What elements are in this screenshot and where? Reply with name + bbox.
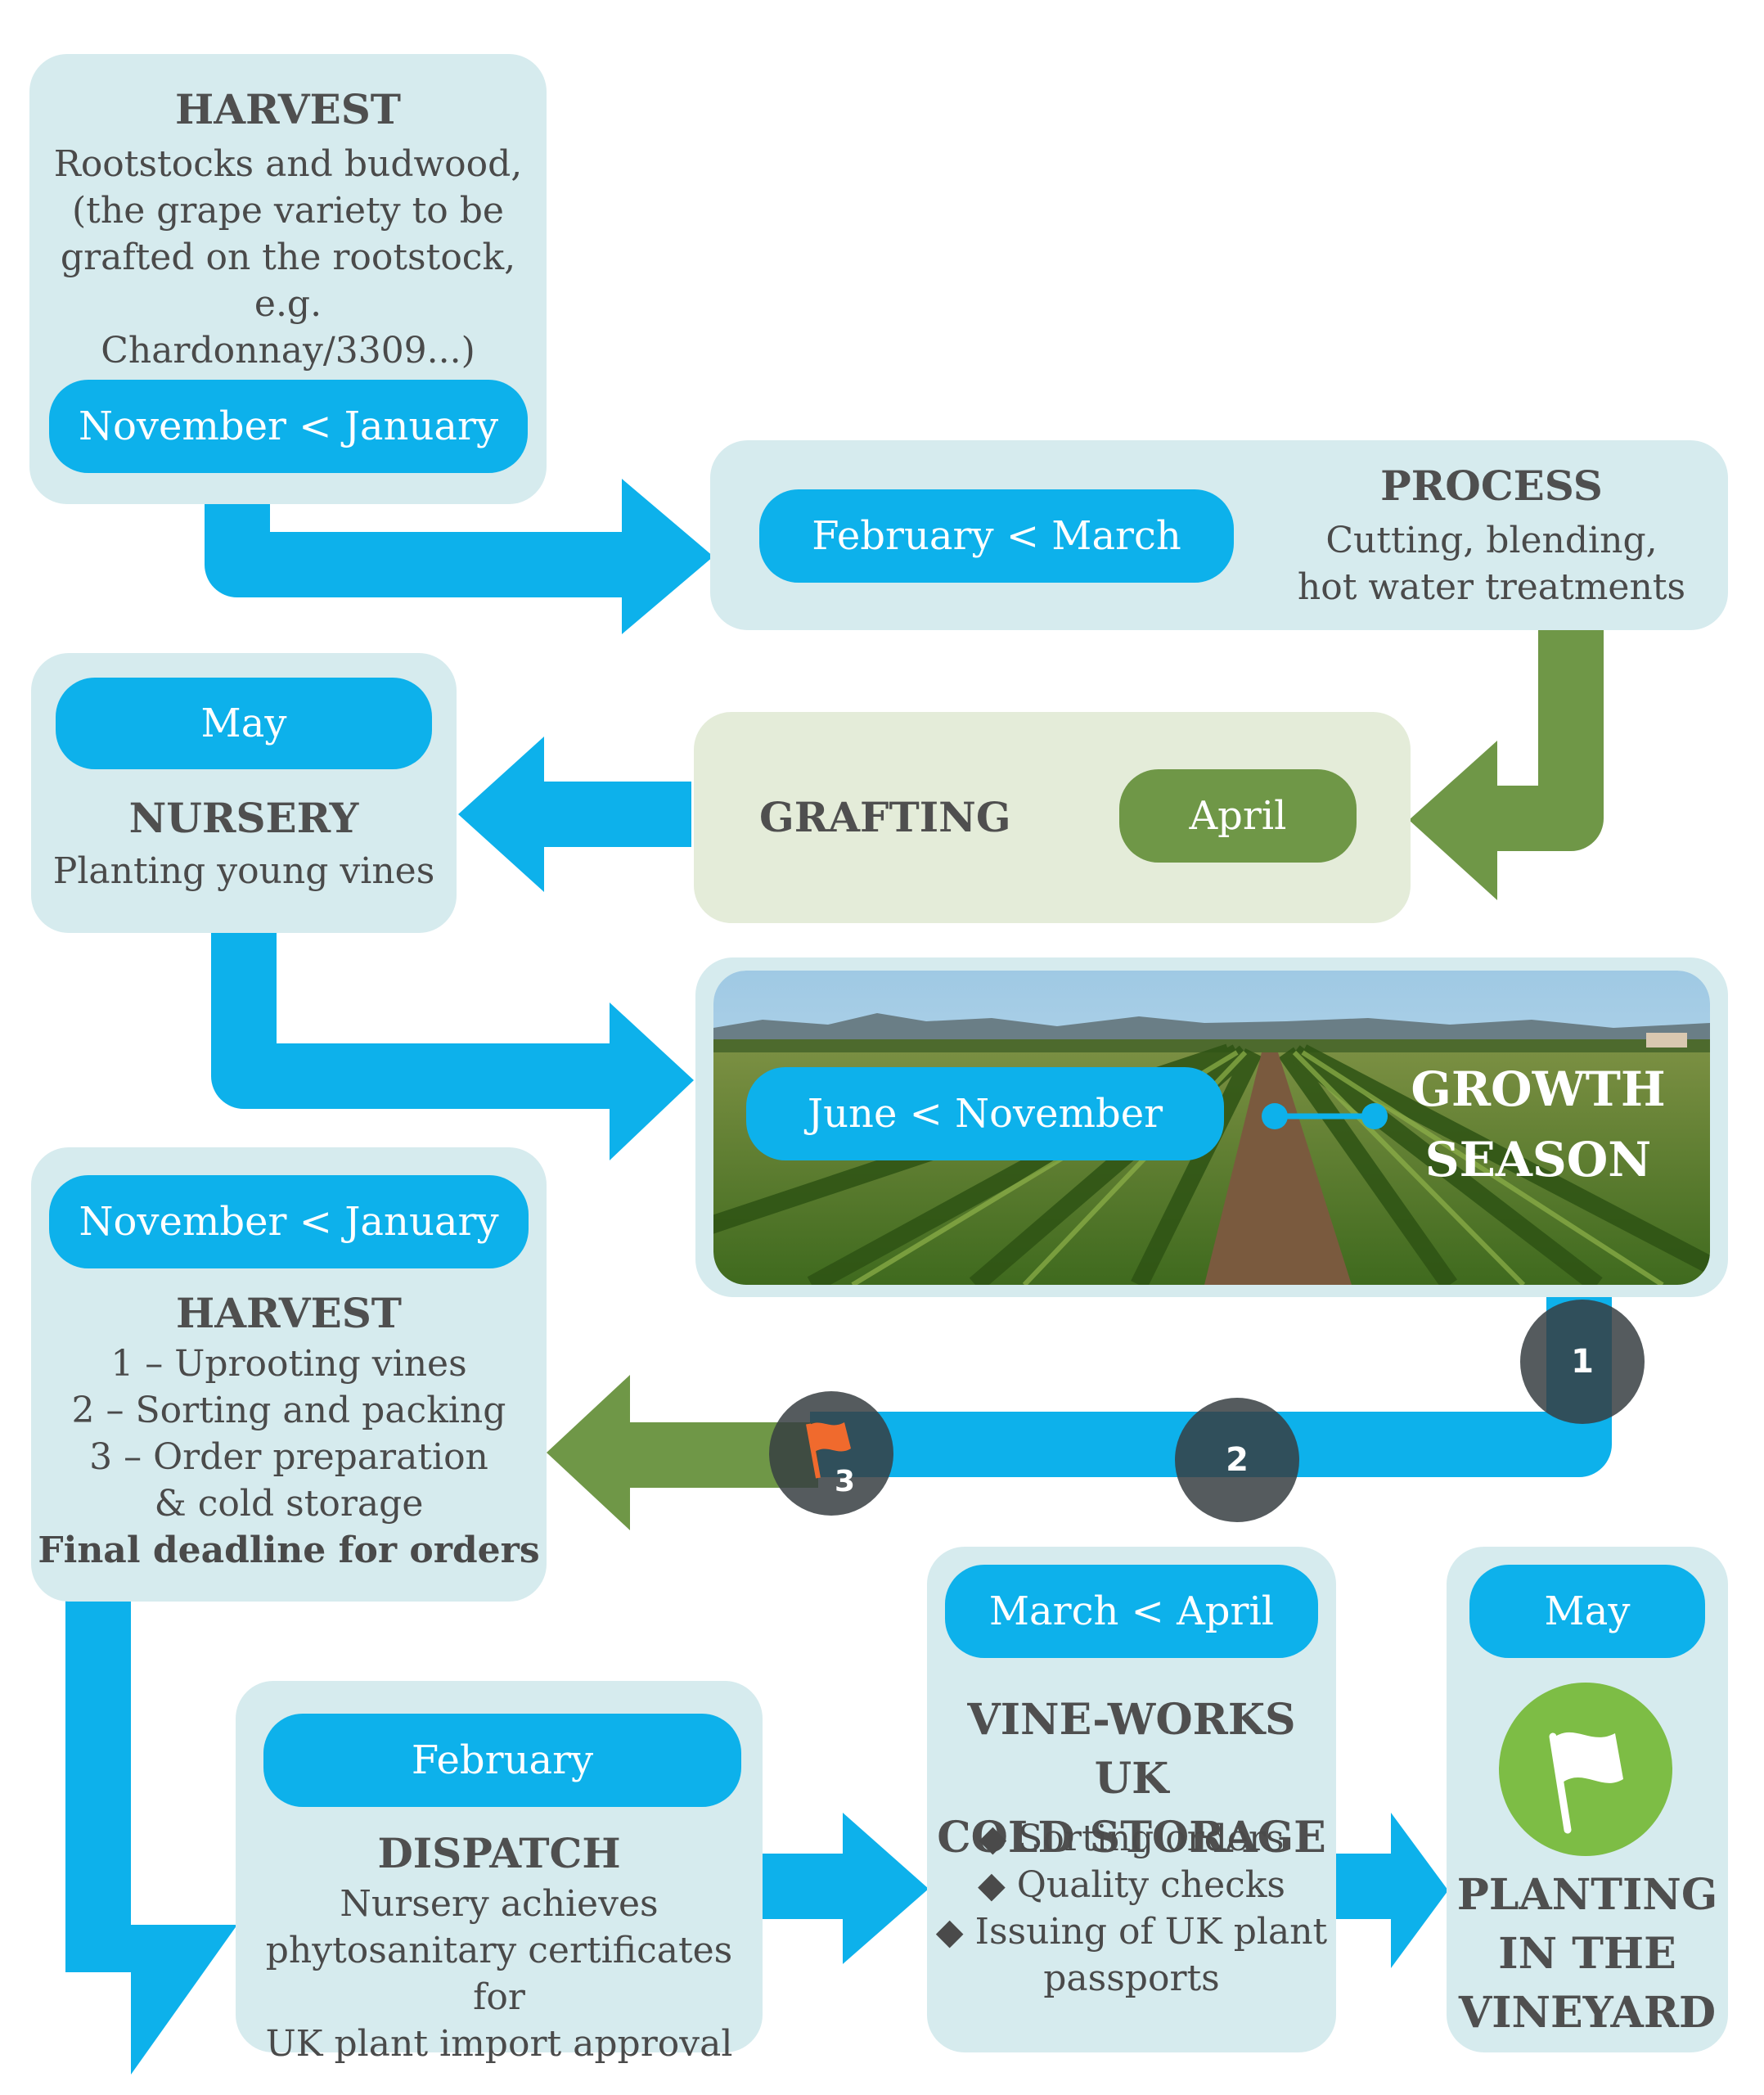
arrow-head-dispatch-to-storage bbox=[843, 1813, 929, 1964]
connector-dots-icon bbox=[1262, 1103, 1388, 1129]
arrow-head-nursery-to-growth bbox=[610, 1002, 694, 1160]
harvest-budwood-card: HARVEST Rootstocks and budwood, (the gra… bbox=[29, 54, 547, 504]
nursery-card: May NURSERY Planting young vines bbox=[31, 653, 457, 933]
process-description: Cutting, blending, hot water treatments bbox=[1297, 520, 1686, 608]
dispatch-card: February DISPATCH Nursery achieves phyto… bbox=[236, 1681, 763, 2065]
step-badge-2: 2 bbox=[1175, 1398, 1299, 1522]
arrow-harvest-to-process bbox=[205, 499, 655, 597]
step-badge-3: 3 bbox=[769, 1391, 893, 1516]
arrow-head-storage-to-planting bbox=[1391, 1813, 1448, 1968]
cold-storage-task: passports bbox=[1043, 1958, 1220, 1999]
harvest-vines-card: November < January HARVEST 1 – Uprooting… bbox=[31, 1147, 547, 1602]
arrow-head-process-to-grafting bbox=[1409, 741, 1497, 900]
dispatch-title: DISPATCH bbox=[377, 1829, 621, 1877]
planting-title: PLANTING IN THE VINEYARD bbox=[1456, 1870, 1718, 2038]
step-badge-1: 1 bbox=[1520, 1300, 1645, 1424]
arrow-dispatch-to-storage bbox=[759, 1854, 849, 1919]
arrow-nursery-to-growth bbox=[211, 933, 638, 1109]
grafting-card: GRAFTING April bbox=[694, 712, 1411, 923]
cold-storage-tasks: ◆ Sorting orders ◆ Quality checks ◆ Issu… bbox=[927, 1815, 1336, 2002]
process-period-badge: February < March bbox=[759, 489, 1234, 583]
arrow-harvest-to-dispatch bbox=[65, 1596, 131, 1972]
planting-period-badge: May bbox=[1469, 1565, 1705, 1658]
nursery-period-badge: May bbox=[56, 678, 432, 769]
nursery-title: NURSERY bbox=[128, 794, 359, 842]
grafting-title: GRAFTING bbox=[759, 793, 1011, 841]
harvest-vines-steps: 1 – Uprooting vines 2 – Sorting and pack… bbox=[71, 1343, 506, 1525]
harvest-budwood-title: HARVEST bbox=[174, 85, 402, 133]
arrow-grafting-to-nursery bbox=[528, 782, 691, 847]
flag-icon bbox=[1499, 1683, 1672, 1856]
nursery-description: Planting young vines bbox=[52, 850, 435, 892]
harvest-vines-period-badge: November < January bbox=[49, 1175, 529, 1268]
dispatch-period-badge: February bbox=[263, 1714, 741, 1807]
cold-storage-task: ◆ Issuing of UK plant bbox=[935, 1911, 1328, 1953]
arrow-head-grafting-to-nursery bbox=[458, 737, 544, 892]
growth-title: GROWTH SEASON bbox=[1411, 1061, 1666, 1187]
harvest-budwood-period-badge: November < January bbox=[49, 380, 528, 473]
orange-flag-icon bbox=[806, 1422, 851, 1479]
arrow-head-harvest-to-process bbox=[622, 479, 713, 634]
cold-storage-task: ◆ Quality checks bbox=[977, 1864, 1286, 1906]
process-title: PROCESS bbox=[1380, 462, 1603, 510]
arrow-head-harvest-to-dispatch bbox=[131, 1925, 237, 2075]
growth-period-badge: June < November bbox=[746, 1067, 1224, 1160]
cold-storage-period-badge: March < April bbox=[945, 1565, 1318, 1658]
cold-storage-card: March < April VINE-WORKS UK COLD STORAGE… bbox=[927, 1547, 1336, 2052]
arrow-head-growth-to-harvest bbox=[547, 1375, 630, 1530]
grafting-period-badge: April bbox=[1119, 769, 1357, 863]
growth-season-card: June < November GROWTH SEASON bbox=[695, 957, 1728, 1297]
cold-storage-title: VINE-WORKS UK COLD STORAGE bbox=[937, 1695, 1326, 1863]
dispatch-description: Nursery achieves phytosanitary certifica… bbox=[265, 1883, 733, 2065]
arrow-storage-to-planting bbox=[1334, 1854, 1391, 1919]
process-card: February < March PROCESS Cutting, blendi… bbox=[710, 440, 1728, 630]
harvest-vines-title: HARVEST bbox=[175, 1289, 403, 1337]
harvest-vines-deadline: Final deadline for orders bbox=[38, 1530, 540, 1571]
harvest-budwood-description: Rootstocks and budwood, (the grape varie… bbox=[53, 143, 523, 372]
cold-storage-task: ◆ Sorting orders bbox=[979, 1818, 1285, 1859]
planting-card: May PLANTING IN THE VINEYARD bbox=[1447, 1547, 1728, 2052]
